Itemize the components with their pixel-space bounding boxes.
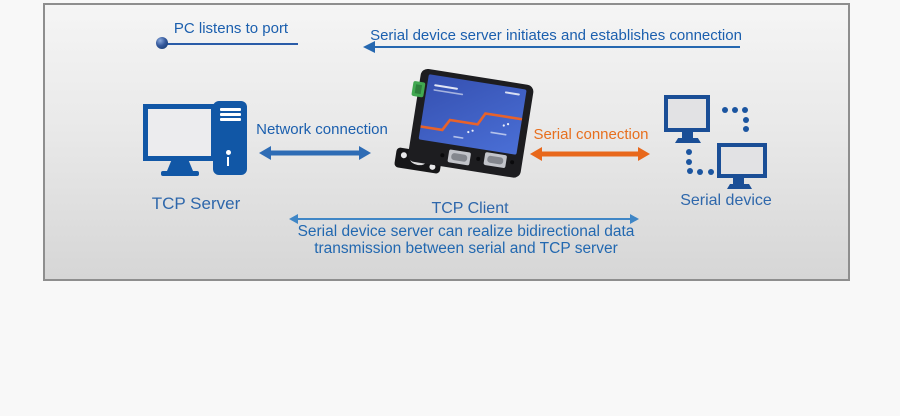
- tcp-server-node: [120, 95, 280, 215]
- caption-line-1: Serial device server can realize bidirec…: [297, 223, 635, 240]
- serial-device-label: Serial device: [680, 192, 772, 209]
- tcp-client-label: TCP Client: [431, 200, 509, 217]
- serial-device-server-photo: [394, 68, 534, 178]
- tcp-server-label: TCP Server: [151, 194, 241, 213]
- pc-listens-note: PC listens to port: [173, 20, 289, 37]
- listen-port-line: [163, 43, 298, 45]
- pc-tower-icon: [213, 101, 247, 175]
- pc-monitor-icon: [143, 104, 216, 161]
- initiates-arrow-line: [374, 46, 740, 48]
- caption-line-2: transmission between serial and TCP serv…: [314, 240, 618, 257]
- network-connection-label: Network connection: [256, 121, 388, 138]
- serial-monitor-top-icon: [664, 95, 710, 132]
- server-initiates-note: Serial device server initiates and estab…: [370, 27, 742, 44]
- serial-monitor-bottom-icon: [717, 143, 767, 178]
- initiates-arrowhead-left-icon: [363, 41, 375, 53]
- bidirectional-caption: Serial device server can realize bidirec…: [277, 223, 655, 257]
- listen-port-dot-icon: [156, 37, 168, 49]
- monitor-stand: [167, 161, 193, 171]
- network-connection-arrow-icon: [259, 146, 371, 160]
- bidirectional-arrow-icon: [289, 214, 639, 224]
- dotted-link-icon: [686, 107, 749, 175]
- power-button-icon: [225, 150, 231, 155]
- serial-connection-label: Serial connection: [533, 126, 649, 143]
- serial-connection-arrow-icon: [530, 147, 650, 161]
